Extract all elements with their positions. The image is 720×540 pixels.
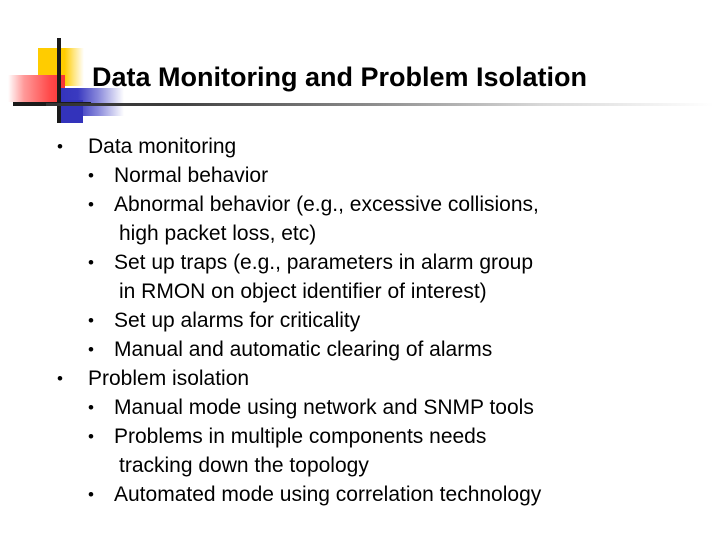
bullet-icon: •	[88, 340, 94, 359]
slide-body-list: • Data monitoring • Normal behavior • Abnorma…	[0, 132, 720, 509]
list-item: • Set up traps (e.g., parameters in alarm…	[0, 248, 720, 277]
list-item-label: Manual mode using network and SNMP tools	[114, 396, 534, 419]
list-item-label: Set up traps (e.g., parameters in alarm …	[114, 251, 534, 274]
list-item-label: Set up alarms for criticality	[114, 309, 361, 332]
list-item-label: Automated mode using correlation technol…	[114, 483, 542, 506]
bullet-icon: •	[88, 195, 94, 214]
bullet-icon: •	[57, 137, 63, 156]
logo-red-block-icon	[8, 75, 65, 102]
list-item: • Manual and automatic clearing of alarms	[0, 335, 720, 364]
list-item-label: Problems in multiple components needs	[114, 425, 487, 448]
list-item: tracking down the topology	[0, 451, 720, 480]
list-item: • Problem isolation	[0, 364, 720, 393]
list-item: • Data monitoring	[0, 132, 720, 161]
list-item: • Set up alarms for criticality	[0, 306, 720, 335]
bullet-icon: •	[88, 311, 94, 330]
bullet-icon: •	[88, 485, 94, 504]
bullet-icon: •	[88, 398, 94, 417]
title-divider	[46, 103, 714, 106]
list-item-label: Manual and automatic clearing of alarms	[114, 338, 493, 361]
bullet-icon: •	[57, 369, 63, 388]
list-item: high packet loss, etc)	[0, 219, 720, 248]
list-item-label: Normal behavior	[114, 164, 269, 187]
list-item: • Automated mode using correlation techno…	[0, 480, 720, 509]
list-item: • Normal behavior	[0, 161, 720, 190]
bullet-icon: •	[88, 253, 94, 272]
list-item-label: in RMON on object identifier of interest…	[119, 280, 487, 303]
slide-title: Data Monitoring and Problem Isolation	[92, 62, 588, 92]
bullet-icon: •	[88, 166, 94, 185]
logo-vertical-line-icon	[57, 38, 61, 123]
list-item-label: Problem isolation	[88, 367, 250, 390]
list-item-label: Data monitoring	[88, 135, 237, 158]
list-item-label: tracking down the topology	[119, 454, 369, 477]
list-item: • Abnormal behavior (e.g., excessive coll…	[0, 190, 720, 219]
bullet-icon: •	[88, 427, 94, 446]
list-item: • Problems in multiple components needs	[0, 422, 720, 451]
list-item: in RMON on object identifier of interest…	[0, 277, 720, 306]
list-item: • Manual mode using network and SNMP tool…	[0, 393, 720, 422]
list-item-label: Abnormal behavior (e.g., excessive colli…	[114, 193, 539, 216]
list-item-label: high packet loss, etc)	[119, 222, 317, 245]
